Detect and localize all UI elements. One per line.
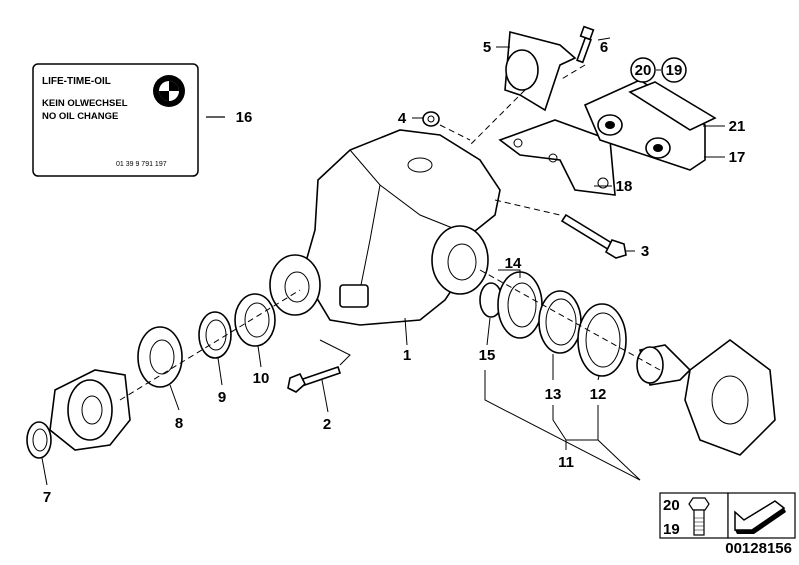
bmw-logo-icon [153, 75, 185, 107]
bracket-18[interactable] [498, 119, 616, 196]
svg-text:20: 20 [635, 62, 652, 79]
callout-5[interactable]: 5 [483, 39, 491, 56]
callout-8[interactable]: 8 [175, 415, 183, 432]
oil-label-sticker[interactable]: LIFE-TIME-OIL KEIN OLWECHSEL NO OIL CHAN… [32, 63, 199, 177]
bolt-3[interactable] [560, 213, 627, 259]
shim-12[interactable] [577, 303, 627, 377]
callout-20[interactable]: 20 [630, 57, 656, 83]
label-line2: NO OIL CHANGE [42, 111, 118, 122]
bearing-14[interactable] [497, 271, 543, 339]
callout-11[interactable]: 11 [558, 454, 574, 471]
legend-19: 19 [663, 521, 680, 538]
label-part-number: 01 39 9 791 197 [116, 161, 167, 168]
cover-8[interactable] [137, 326, 183, 388]
callout-6[interactable]: 6 [600, 39, 608, 56]
nut-4[interactable] [422, 111, 440, 127]
dashed-leader [559, 64, 586, 81]
differential-housing[interactable] [269, 129, 501, 326]
shim-13[interactable] [538, 290, 582, 354]
callout-3[interactable]: 3 [641, 243, 649, 260]
label-line1: KEIN OLWECHSEL [42, 98, 128, 109]
bolt-2[interactable] [287, 365, 342, 393]
dashed-leader [479, 269, 661, 371]
callout-19[interactable]: 19 [661, 57, 687, 83]
callout-16[interactable]: 16 [236, 109, 253, 126]
bolt-icon [688, 497, 710, 536]
callout-17[interactable]: 17 [729, 149, 746, 166]
seal-7[interactable] [26, 421, 52, 459]
label-title: LIFE-TIME-OIL [42, 76, 111, 87]
bolt-6[interactable] [576, 25, 595, 64]
callout-9[interactable]: 9 [218, 389, 226, 406]
plate-21[interactable] [628, 81, 717, 131]
callout-18[interactable]: 18 [616, 178, 633, 195]
callout-15[interactable]: 15 [479, 347, 496, 364]
svg-text:19: 19 [666, 62, 683, 79]
callout-2[interactable]: 2 [323, 416, 331, 433]
callout-14[interactable]: 14 [505, 255, 522, 272]
dashed-leader [494, 199, 561, 216]
leader-lines [41, 37, 725, 486]
diagram-id: 00128156 [725, 540, 792, 557]
callout-12[interactable]: 12 [590, 386, 607, 403]
callout-4[interactable]: 4 [398, 110, 407, 127]
callout-13[interactable]: 13 [545, 386, 562, 403]
dashed-leader [119, 289, 301, 401]
callout-10[interactable]: 10 [253, 370, 270, 387]
callout-7[interactable]: 7 [43, 489, 51, 506]
callout-21[interactable]: 21 [729, 118, 746, 135]
legend-box: 20 19 00128156 [659, 492, 796, 557]
arrow-icon [734, 500, 786, 534]
output-flange-right[interactable] [636, 339, 776, 456]
mount-bracket[interactable] [504, 30, 577, 112]
dashed-leader [439, 124, 471, 141]
dashed-leader [469, 89, 526, 146]
legend-20: 20 [663, 497, 680, 514]
callout-1[interactable]: 1 [403, 347, 411, 364]
output-flange-left[interactable] [49, 369, 131, 451]
